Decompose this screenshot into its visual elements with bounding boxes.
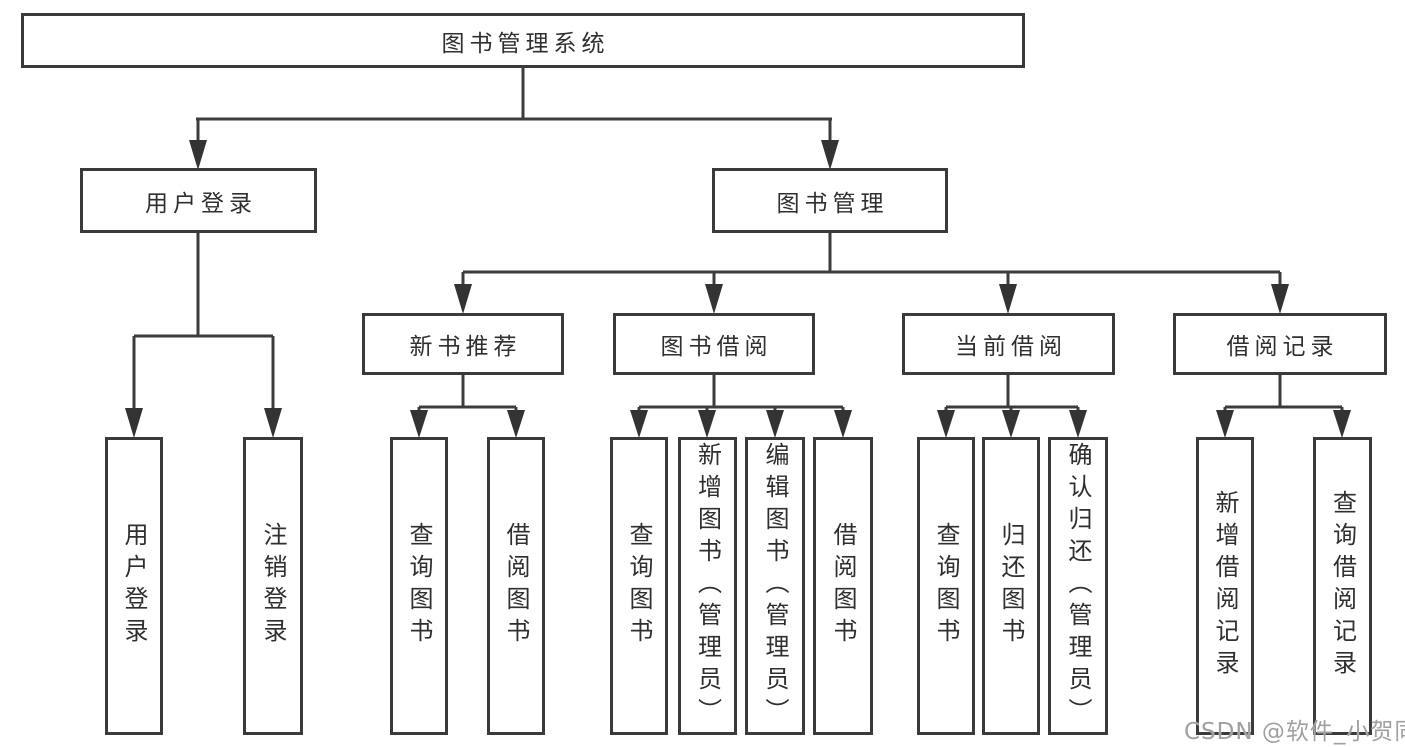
leaf-label: 新增图书（管理员）	[693, 442, 722, 730]
leaf-label: 查询图书	[405, 522, 433, 650]
node-book-management: 图书管理	[712, 168, 948, 233]
leaf-label: 新增借阅记录	[1211, 490, 1239, 682]
leaf-label: 查询图书	[932, 522, 960, 650]
node-label: 图书管理	[776, 190, 889, 217]
leaf-edit-books-admin: 编辑图书（管理员）	[745, 437, 805, 735]
leaf-user-login: 用户登录	[105, 437, 163, 735]
leaf-label: 注销登录	[259, 522, 287, 650]
leaf-label: 查询借阅记录	[1328, 490, 1357, 682]
leaf-query-borrow-record: 查询借阅记录	[1313, 437, 1372, 735]
node-library-system: 图书管理系统	[21, 13, 1025, 68]
leaf-borrow-books-recommend: 借阅图书	[487, 437, 545, 735]
leaf-add-borrow-record: 新增借阅记录	[1196, 437, 1254, 735]
leaf-confirm-return-admin: 确认归还（管理员）	[1048, 437, 1108, 735]
node-borrowing-records: 借阅记录	[1173, 313, 1387, 375]
node-current-borrowing: 当前借阅	[902, 313, 1115, 375]
leaf-label: 确认归还（管理员）	[1064, 442, 1092, 730]
leaf-label: 编辑图书（管理员）	[761, 442, 789, 730]
node-label: 新书推荐	[409, 334, 522, 360]
node-new-book-recommend: 新书推荐	[362, 313, 564, 375]
leaf-label: 归还图书	[997, 522, 1025, 650]
leaf-query-books-recommend: 查询图书	[390, 437, 448, 735]
leaf-label: 借阅图书	[502, 522, 530, 650]
leaf-add-books-admin: 新增图书（管理员）	[678, 437, 737, 735]
leaf-label: 查询图书	[625, 522, 653, 650]
leaf-return-books: 归还图书	[982, 437, 1040, 735]
leaf-query-books-current: 查询图书	[917, 437, 975, 735]
leaf-query-books-borrow: 查询图书	[610, 437, 668, 735]
leaf-label: 借阅图书	[829, 522, 857, 650]
csdn-watermark: CSDN @软件_小贺同学	[1184, 719, 1405, 745]
leaf-label: 用户登录	[120, 522, 148, 650]
node-label: 借阅记录	[1226, 334, 1339, 360]
node-user-login: 用户登录	[80, 168, 317, 233]
node-book-borrowing: 图书借阅	[613, 313, 815, 375]
node-label: 当前借阅	[955, 334, 1067, 360]
node-label: 图书管理系统	[441, 30, 610, 57]
leaf-logout: 注销登录	[243, 437, 303, 735]
node-label: 用户登录	[145, 190, 257, 217]
leaf-borrow-books: 借阅图书	[813, 437, 873, 735]
node-label: 图书借阅	[660, 334, 773, 360]
